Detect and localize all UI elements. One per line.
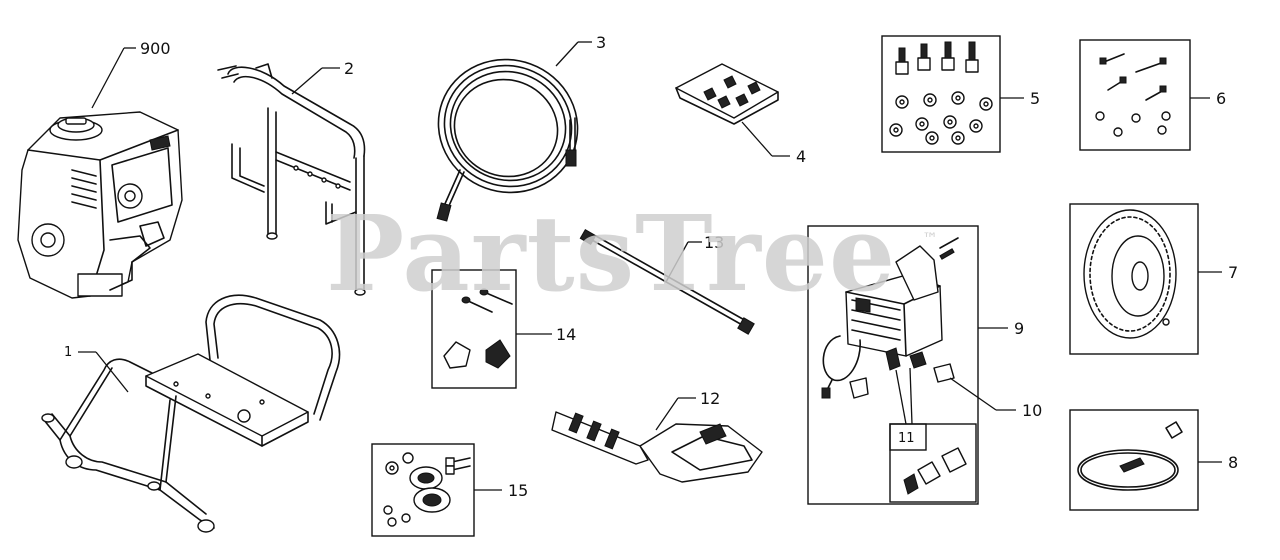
part-14-knob-kit[interactable]: [431, 269, 517, 389]
part-8-oring-kit[interactable]: [1069, 409, 1199, 511]
watermark: PartsTree ™: [326, 192, 938, 315]
part-4-hardware-bag[interactable]: [675, 63, 779, 125]
callout-2: 2: [291, 59, 354, 95]
part-7-wheel[interactable]: [1069, 203, 1199, 355]
callout-6: 6: [1190, 89, 1226, 108]
part-3-hose[interactable]: [420, 40, 597, 222]
part-1-frame[interactable]: [41, 294, 341, 533]
part-12-spray-gun[interactable]: [551, 411, 763, 483]
callout-12-label: 12: [700, 389, 720, 408]
callout-3: 3: [555, 33, 606, 67]
watermark-trademark: ™: [922, 229, 938, 248]
callout-10-label: 10: [1022, 401, 1042, 420]
callout-7: 7: [1198, 263, 1238, 282]
callout-5: 5: [1000, 89, 1040, 108]
callout-9: 9: [978, 319, 1024, 338]
part-6-bolt-kit[interactable]: [1079, 39, 1191, 151]
callout-12: 12: [655, 389, 720, 431]
callout-2-label: 2: [344, 59, 354, 78]
callout-10: 10: [949, 377, 1042, 420]
part-9-pump[interactable]: [807, 225, 979, 505]
callout-15-label: 15: [508, 481, 528, 500]
part-2-handle[interactable]: [217, 63, 366, 296]
part-5-feet-kit[interactable]: [881, 35, 1001, 153]
callout-5-label: 5: [1030, 89, 1040, 108]
callout-8-label: 8: [1228, 453, 1238, 472]
callout-900: 900: [91, 39, 171, 109]
callout-11: 11: [898, 431, 915, 446]
callout-14-label: 14: [556, 325, 576, 344]
callout-4: 4: [741, 121, 806, 166]
callout-4-label: 4: [796, 147, 806, 166]
callout-14: 14: [516, 325, 576, 344]
callout-3-label: 3: [596, 33, 606, 52]
part-13-wand[interactable]: [579, 228, 755, 335]
callout-900-label: 900: [140, 39, 171, 58]
callout-13-label: 13: [704, 233, 724, 252]
callout-11-label: 11: [898, 431, 915, 446]
callout-15: 15: [474, 481, 528, 500]
callout-7-label: 7: [1228, 263, 1238, 282]
callout-1-label: 1: [64, 345, 72, 360]
part-900-engine[interactable]: [17, 111, 183, 299]
watermark-text: PartsTree: [326, 192, 896, 315]
part-15-bearing-kit[interactable]: [371, 443, 475, 537]
callout-8: 8: [1198, 453, 1238, 472]
callout-1: 1: [64, 345, 129, 393]
callout-9-label: 9: [1014, 319, 1024, 338]
callout-6-label: 6: [1216, 89, 1226, 108]
callout-13: 13: [665, 233, 724, 283]
